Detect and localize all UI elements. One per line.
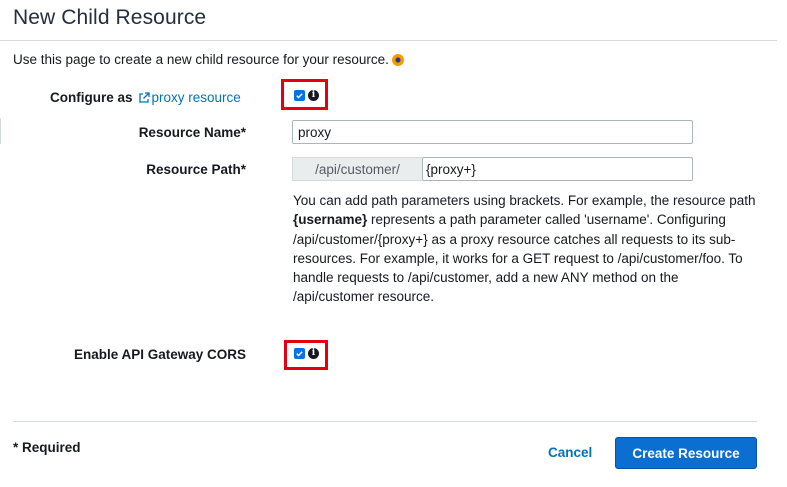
help-text-param-example: {username} bbox=[293, 212, 368, 228]
checkmark-icon bbox=[296, 93, 303, 99]
checkmark-icon bbox=[296, 351, 303, 357]
page-title: New Child Resource bbox=[13, 6, 207, 29]
resource-name-label: Resource Name* bbox=[138, 125, 246, 140]
cors-checkbox-group: i bbox=[294, 348, 319, 359]
intro-text: Use this page to create a new child reso… bbox=[13, 52, 404, 67]
footer-divider bbox=[13, 421, 757, 422]
info-icon[interactable]: i bbox=[308, 348, 319, 359]
resource-path-input[interactable] bbox=[422, 157, 693, 181]
resource-path-prefix: /api/customer/ bbox=[292, 157, 422, 181]
proxy-resource-link[interactable]: proxy resource bbox=[138, 90, 241, 105]
resource-path-label: Resource Path* bbox=[146, 162, 246, 177]
configure-row: Configure as proxy resource bbox=[50, 90, 241, 105]
create-resource-button[interactable]: Create Resource bbox=[615, 437, 757, 469]
cancel-button[interactable]: Cancel bbox=[548, 445, 593, 460]
intro-label: Use this page to create a new child reso… bbox=[13, 52, 389, 67]
help-dot-icon[interactable] bbox=[391, 54, 404, 66]
help-text-part2: represents a path parameter called 'user… bbox=[293, 212, 743, 305]
external-link-icon bbox=[138, 91, 150, 103]
configure-label: Configure as bbox=[50, 90, 133, 105]
info-icon[interactable]: i bbox=[308, 90, 319, 101]
resource-path-help: You can add path parameters using bracke… bbox=[293, 191, 763, 307]
required-note: * Required bbox=[13, 440, 81, 455]
resource-name-input[interactable] bbox=[292, 120, 693, 144]
help-text-part1: You can add path parameters using bracke… bbox=[293, 193, 756, 208]
cors-checkbox-highlight bbox=[284, 340, 328, 370]
cors-label: Enable API Gateway CORS bbox=[73, 347, 246, 362]
proxy-checkbox-highlight bbox=[281, 79, 328, 110]
proxy-checkbox-group: i bbox=[294, 90, 319, 101]
cors-checkbox[interactable] bbox=[294, 348, 305, 359]
proxy-resource-link-label: proxy resource bbox=[151, 90, 241, 105]
proxy-resource-checkbox[interactable] bbox=[294, 90, 305, 101]
title-divider bbox=[0, 40, 777, 41]
left-edge-marker bbox=[0, 118, 1, 144]
